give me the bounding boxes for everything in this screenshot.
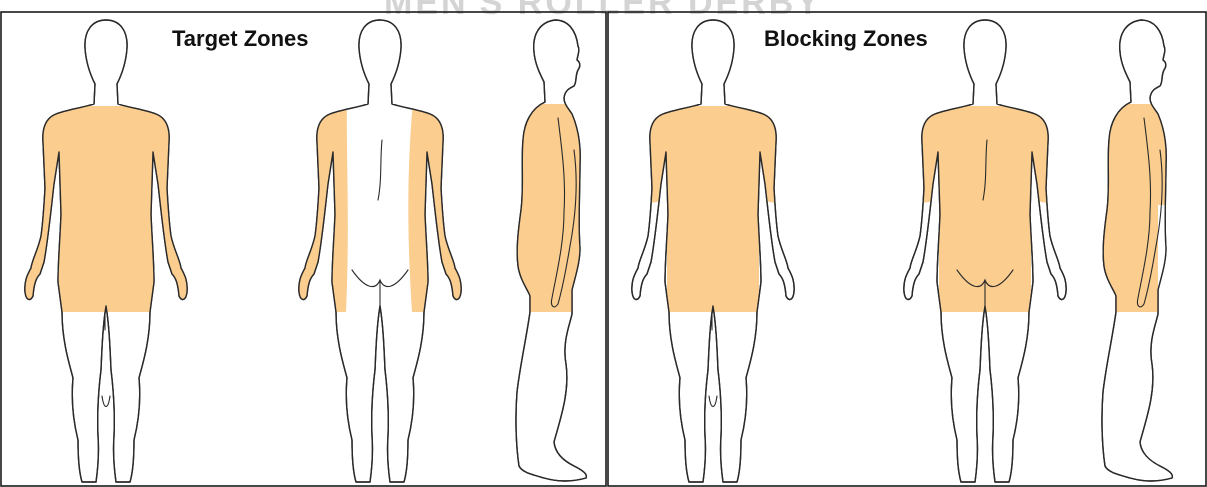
panel-title: Blocking Zones	[764, 26, 928, 51]
figure-side-target	[490, 20, 610, 481]
panel-blocking-zones: Blocking Zones	[613, 20, 1196, 482]
panel-target-zones: Target Zones	[6, 20, 610, 482]
blocking-zone-side	[1076, 104, 1196, 312]
figure-side-blocking	[1076, 20, 1196, 481]
figure-back-blocking	[885, 20, 1085, 482]
figure-back-target	[280, 20, 480, 482]
watermark-text: MEN'S ROLLER DERBY	[384, 0, 822, 22]
figure-front-blocking	[613, 20, 813, 482]
target-zone-side	[490, 104, 610, 312]
figure-front-target	[6, 20, 206, 482]
panel-title: Target Zones	[172, 26, 309, 51]
